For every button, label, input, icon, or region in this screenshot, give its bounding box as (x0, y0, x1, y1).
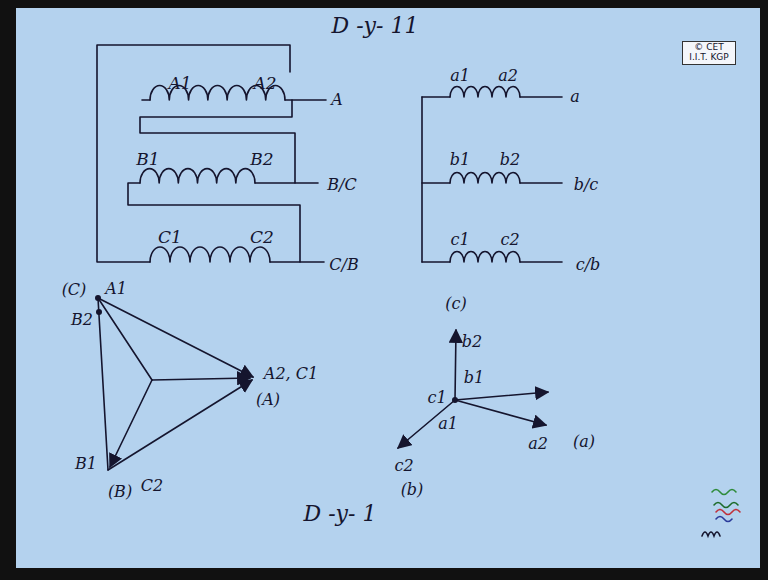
connection-wire (422, 96, 450, 98)
connection-wire (421, 97, 423, 262)
phasor-label: c1 (427, 390, 446, 407)
phasor-point (96, 296, 100, 300)
connection-wire (270, 261, 324, 263)
terminal-label: C1 (158, 229, 182, 247)
connection-wire (422, 182, 450, 184)
line-terminal: B/C (327, 177, 356, 194)
connection-wire (520, 96, 562, 98)
phasor-label: (b) (401, 482, 424, 499)
phasor-label: (c) (445, 296, 466, 313)
connection-wire (255, 182, 318, 184)
line-terminal: A (331, 92, 343, 109)
slide-ground (16, 8, 760, 568)
line-terminal: c/b (576, 257, 601, 274)
phasor-point (453, 398, 457, 402)
winding-coil (450, 87, 520, 98)
line-terminal: a (570, 89, 580, 106)
terminal-label: a2 (498, 68, 518, 85)
winding-coil (450, 252, 520, 263)
phasor-arrow (455, 330, 456, 400)
line-terminal: b/c (574, 177, 599, 194)
phasor-arrow (455, 400, 546, 425)
phasor-point (97, 310, 101, 314)
terminal-label: c1 (450, 232, 469, 249)
connection-wire (140, 100, 295, 183)
connection-wire (520, 261, 562, 263)
phasor-label: A1 (105, 281, 127, 298)
phasor-label: B2 (71, 312, 93, 329)
terminal-label: B1 (136, 151, 159, 169)
pen-test-scribble (716, 510, 740, 515)
pen-test-scribble (714, 503, 738, 508)
phasor-arrow (98, 298, 253, 377)
phasor-label: (a) (573, 434, 595, 451)
pen-test-scribble (712, 490, 736, 495)
pen-test-scribble (716, 517, 732, 522)
phasor-line (98, 298, 108, 470)
copyright-badge: © CET I.I.T. KGP (682, 41, 736, 65)
terminal-label: A1 (168, 75, 191, 93)
phasor-arrow (455, 392, 548, 400)
connection-wire (422, 261, 450, 263)
terminal-label: b1 (450, 152, 470, 169)
phasor-label: (B) (108, 484, 132, 501)
phasor-label: c2 (394, 458, 413, 475)
phasor-line (98, 298, 152, 380)
phasor-label: b2 (462, 334, 482, 351)
connection-wire (520, 182, 562, 184)
terminal-label: b2 (500, 152, 520, 169)
winding-coil (150, 247, 270, 262)
phasor-arrow (110, 380, 152, 467)
phasor-label: (A) (256, 392, 280, 409)
terminal-label: C2 (250, 229, 274, 247)
terminal-label: a1 (450, 68, 470, 85)
phasor-label: (C) (62, 282, 87, 299)
phasor-label: a1 (438, 416, 458, 433)
terminal-label: A2 (253, 75, 276, 93)
winding-coil (140, 169, 255, 183)
phasor-label: C2 (141, 478, 163, 495)
phasor-arrow (152, 378, 250, 380)
phasor-label: B1 (75, 456, 97, 473)
terminal-label: B2 (250, 151, 273, 169)
connection-wire (142, 99, 150, 101)
pen-test-scribble (702, 532, 720, 536)
phasor-arrow (108, 380, 252, 470)
connection-wire (97, 45, 290, 262)
phasor-label: A2, C1 (264, 366, 318, 383)
connection-title: D -y- 11 (332, 13, 419, 38)
winding-coil (450, 173, 520, 184)
line-terminal: C/B (329, 257, 358, 274)
connection-wire (128, 183, 300, 262)
connection-wire (285, 99, 326, 101)
phasor-label: a2 (528, 436, 548, 453)
phasor-label: b1 (464, 370, 484, 387)
terminal-label: c2 (500, 232, 519, 249)
connection-caption: D -y- 1 (304, 502, 377, 525)
